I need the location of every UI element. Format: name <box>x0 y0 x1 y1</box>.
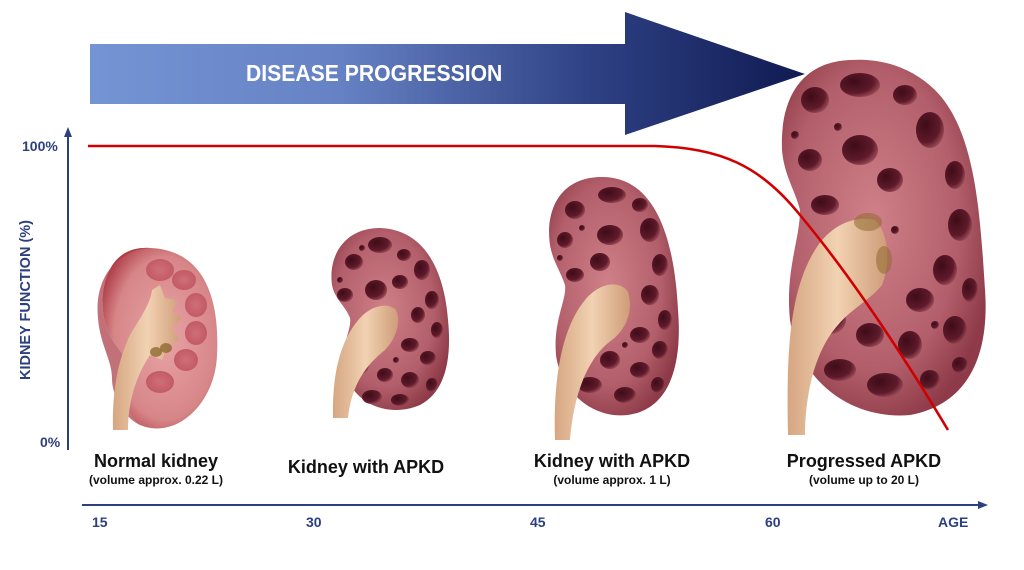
x-tick-30: 30 <box>306 514 322 530</box>
kidney-function-line <box>88 144 950 431</box>
stage-title-apkd-30: Kidney with APKD <box>287 457 445 477</box>
apkd-kidney-45-illustration <box>549 176 679 440</box>
stage-subtitle-normal: (volume approx. 0.22 L) <box>88 473 224 487</box>
x-tick-45: 45 <box>530 514 546 530</box>
apkd-kidney-30-illustration <box>331 228 450 418</box>
stage-subtitle-apkd-45: (volume approx. 1 L) <box>553 473 671 487</box>
x-tick-60: 60 <box>765 514 781 530</box>
y-axis <box>64 127 72 450</box>
disease-progression-label: DISEASE PROGRESSION <box>246 60 503 86</box>
y-axis-title: KIDNEY FUNCTION (%) <box>18 219 34 381</box>
stage-subtitle-progressed: (volume up to 20 L) <box>808 473 920 487</box>
y-axis-top-label: 100% <box>22 138 58 154</box>
normal-kidney-illustration <box>97 247 218 430</box>
x-axis <box>82 501 988 509</box>
stage-title-progressed: Progressed APKD <box>786 451 942 471</box>
progressed-apkd-kidney-illustration <box>781 59 986 435</box>
stage-title-apkd-45: Kidney with APKD <box>533 451 691 471</box>
disease-progression-arrow <box>90 12 805 135</box>
y-axis-bottom-label: 0% <box>40 434 61 450</box>
x-axis-title: AGE <box>938 514 969 530</box>
stage-title-normal: Normal kidney <box>93 451 219 471</box>
x-tick-15: 15 <box>92 514 108 530</box>
